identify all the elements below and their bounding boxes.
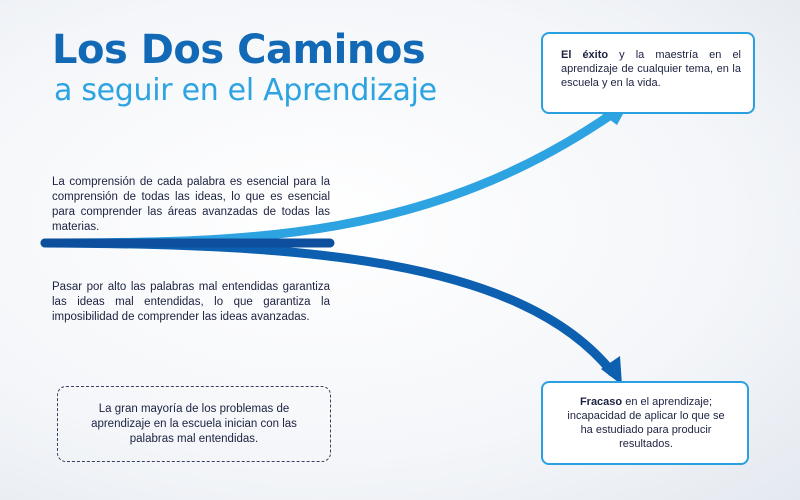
success-outcome-lead: El éxito	[561, 49, 609, 61]
title: Los Dos Caminos	[52, 27, 426, 73]
note-text: La gran mayoría de los problemas de apre…	[91, 402, 297, 445]
success-path-description: La comprensión de cada palabra es esenci…	[52, 175, 330, 233]
subtitle: a seguir en el Aprendizaje	[54, 73, 437, 108]
note-box: La gran mayoría de los problemas de apre…	[57, 386, 331, 462]
success-outcome-rest: y la maestría en el aprendizaje de cualq…	[561, 49, 742, 89]
failure-outcome-box: Fracaso en el aprendizaje; incapacidad d…	[541, 381, 749, 465]
failure-arrowhead	[601, 356, 622, 385]
success-outcome-box: El éxito y la maestría en el aprendizaje…	[541, 32, 755, 114]
success-outcome-text: El éxito y la maestría en el aprendizaje…	[561, 48, 741, 90]
failure-outcome-text: Fracaso en el aprendizaje; incapacidad d…	[567, 395, 725, 451]
failure-outcome-lead: Fracaso	[579, 396, 623, 408]
failure-path-description: Pasar por alto las palabras mal entendid…	[52, 280, 330, 323]
failure-outcome-rest: en el aprendizaje; incapacidad de aplica…	[567, 396, 725, 450]
